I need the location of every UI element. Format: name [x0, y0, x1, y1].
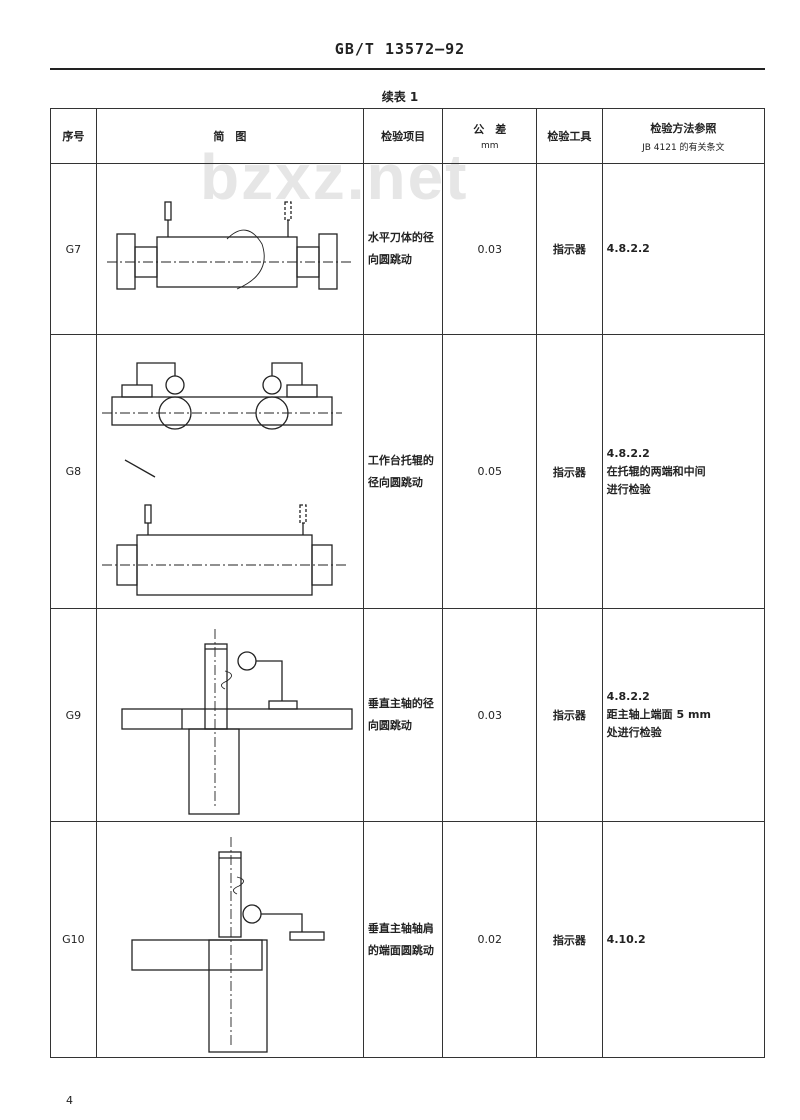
method-line: 4.8.2.2	[606, 242, 650, 255]
inspection-tool: 指示器	[536, 821, 603, 1058]
figure-g10	[95, 821, 364, 1058]
diagram-vertical-spindle-face	[131, 837, 325, 1053]
tolerance-value: 0.02	[442, 821, 538, 1058]
row-number: G8	[50, 334, 97, 609]
table-row: G8	[50, 334, 766, 609]
tolerance-unit: mm	[480, 141, 499, 151]
method-line: 进行检验	[606, 482, 651, 496]
figure-g8	[95, 334, 364, 609]
method-line: 在托辊的两端和中间	[606, 464, 706, 478]
method-line: 距主轴上端面 5 mm	[606, 708, 711, 721]
inspection-table: 序号 简 图 检验项目 公 差 mm 检验工具 检验方法参照 JB 4121 的…	[50, 108, 766, 1058]
table-header-row: 序号 简 图 检验项目 公 差 mm 检验工具 检验方法参照 JB 4121 的…	[50, 108, 766, 164]
method-label: 检验方法参照	[650, 121, 717, 135]
check-item: 工作台托辊的径向圆跳动	[362, 334, 444, 609]
method-line: 4.10.2	[606, 932, 646, 946]
figure-g7	[95, 163, 364, 335]
method-line: 4.8.2.2	[606, 690, 650, 703]
standard-number: GB/T 13572—92	[334, 40, 466, 58]
diagram-table-rollers	[101, 362, 347, 596]
tolerance-label: 公 差	[473, 123, 507, 136]
row-number: G9	[50, 608, 97, 822]
method-line: 处进行检验	[606, 726, 662, 739]
method-line: 4.8.2.2	[606, 446, 650, 460]
table-row: G9 垂直主轴的径向圆跳动 0.03 指示器 4.	[50, 608, 766, 822]
col-header-no: 序号	[50, 108, 97, 164]
check-item: 垂直主轴的径向圆跳动	[362, 608, 444, 822]
col-header-item: 检验项目	[362, 108, 444, 164]
check-item: 水平刀体的径向圆跳动	[362, 163, 444, 335]
table-caption: 续表 1	[381, 90, 419, 104]
col-header-method: 检验方法参照 JB 4121 的有关条文	[601, 108, 766, 164]
diagram-vertical-spindle-radial	[121, 629, 353, 815]
diagram-horizontal-cutter	[106, 201, 353, 290]
inspection-tool: 指示器	[536, 163, 603, 335]
header-rule	[50, 68, 765, 70]
method-reference: 4.10.2	[601, 821, 766, 1058]
figure-g9	[95, 608, 364, 822]
tolerance-value: 0.05	[442, 334, 538, 609]
method-reference: 4.8.2.2 距主轴上端面 5 mm 处进行检验	[601, 608, 766, 822]
col-header-figure: 简 图	[95, 108, 364, 164]
row-number: G10	[50, 821, 97, 1058]
tolerance-value: 0.03	[442, 608, 538, 822]
col-header-tool: 检验工具	[536, 108, 603, 164]
method-sub-label: JB 4121 的有关条文	[642, 142, 725, 153]
inspection-tool: 指示器	[536, 608, 603, 822]
page-number: 4	[66, 1094, 73, 1107]
row-number: G7	[50, 163, 97, 335]
table-row: G10 垂直主轴轴肩的端面圆跳动 0.02 指示器 4.10.2	[50, 821, 766, 1058]
tolerance-value: 0.03	[442, 163, 538, 335]
check-item: 垂直主轴轴肩的端面圆跳动	[362, 821, 444, 1058]
inspection-tool: 指示器	[536, 334, 603, 609]
method-reference: 4.8.2.2 在托辊的两端和中间 进行检验	[601, 334, 766, 609]
method-reference: 4.8.2.2	[601, 163, 766, 335]
table-row: G7 水平刀体的径向圆跳动 0.03 指示器	[50, 163, 766, 335]
col-header-tolerance: 公 差 mm	[442, 108, 538, 164]
